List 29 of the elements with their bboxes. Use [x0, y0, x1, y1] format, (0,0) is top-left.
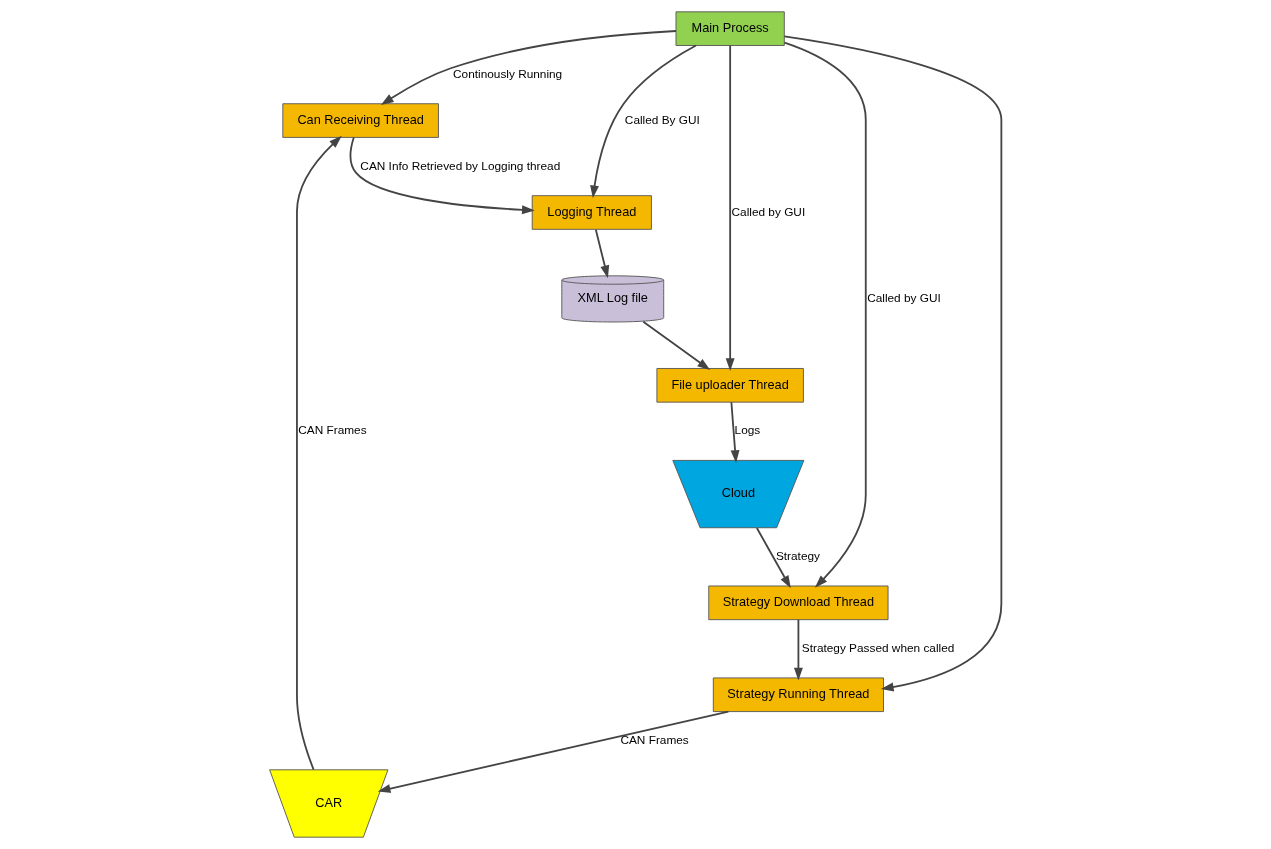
node-box: Strategy Download Thread — [708, 585, 889, 621]
edge-label: Continously Running — [453, 66, 563, 81]
edge-label: Strategy — [775, 548, 820, 563]
node-box: Logging Thread — [531, 195, 652, 230]
arrow — [296, 135, 342, 771]
arrow — [377, 710, 730, 793]
arrow — [755, 527, 791, 589]
arrow — [793, 618, 803, 681]
arrow — [783, 35, 1003, 692]
edge-label: Called By GUI — [624, 112, 700, 127]
arrow — [730, 401, 740, 463]
edge-label: Strategy Passed when called — [801, 640, 955, 655]
edge-label: CAN Frames — [620, 732, 689, 747]
arrow — [380, 30, 677, 106]
node-box: Can Receiving Thread — [282, 103, 439, 138]
arrow — [725, 44, 735, 371]
edge-label: Called by GUI — [867, 291, 941, 305]
node-box: Strategy Running Thread — [712, 677, 884, 713]
node-box: File uploader Thread — [656, 368, 804, 403]
arrow — [642, 320, 711, 370]
arrow — [594, 228, 610, 279]
arrow — [590, 44, 697, 199]
arrow — [783, 41, 867, 588]
edge-label: Logs — [734, 423, 761, 438]
node-box: Main Process — [675, 11, 785, 46]
edge-label: CAN Frames — [298, 423, 367, 438]
edge-label: Called by GUI — [731, 204, 806, 219]
arrow — [349, 136, 535, 215]
edge-label: CAN Info Retrieved by Logging thread — [360, 158, 561, 173]
